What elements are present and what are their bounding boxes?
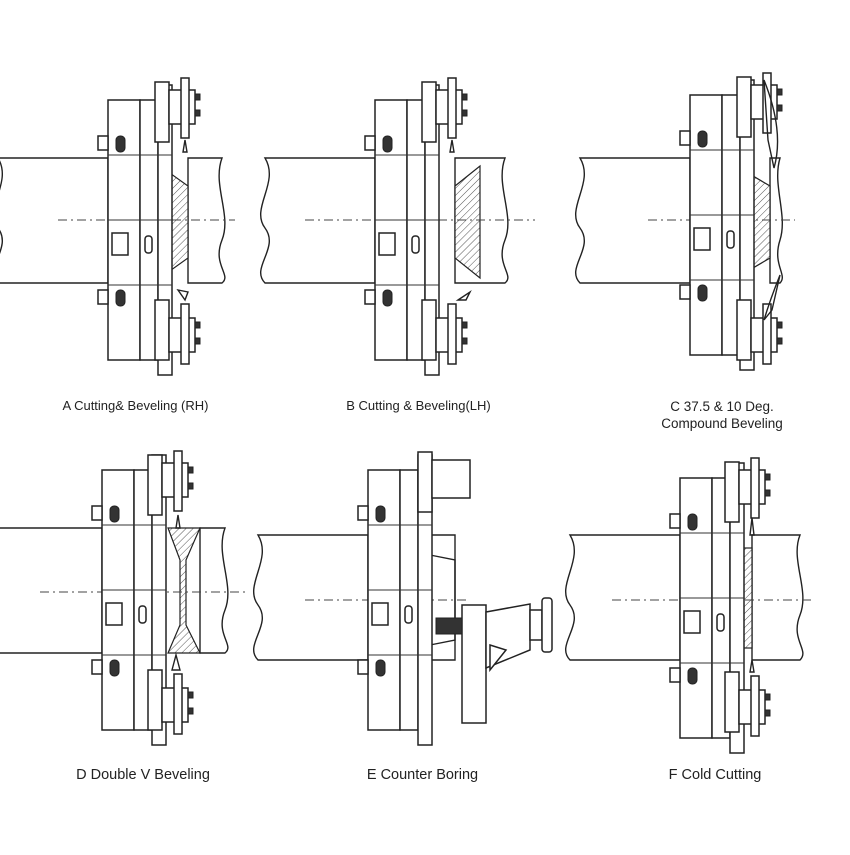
caption-c-line1: C 37.5 & 10 Deg.	[670, 399, 774, 414]
caption-d-line1: D Double V Beveling	[76, 767, 210, 783]
caption-a-line1: A Cutting& Beveling (RH)	[62, 398, 209, 413]
diagram-e	[252, 451, 553, 746]
caption-c: C 37.5 & 10 Deg. Compound Beveling	[642, 398, 802, 432]
diagram-b	[259, 77, 535, 376]
caption-a: A Cutting& Beveling (RH)	[48, 398, 223, 413]
caption-f: F Cold Cutting	[640, 767, 790, 783]
diagram-c	[574, 72, 795, 371]
caption-b: B Cutting & Beveling(LH)	[326, 398, 511, 413]
diagram-f	[564, 457, 815, 754]
caption-f-line1: F Cold Cutting	[668, 767, 762, 783]
diagram-d	[0, 450, 245, 746]
caption-e: E Counter Boring	[335, 767, 510, 783]
caption-d: D Double V Beveling	[48, 767, 238, 783]
caption-e-line1: E Counter Boring	[366, 767, 479, 783]
diagram-a	[0, 77, 235, 376]
caption-b-line1: B Cutting & Beveling(LH)	[346, 398, 491, 413]
caption-c-line2: Compound Beveling	[661, 416, 783, 431]
